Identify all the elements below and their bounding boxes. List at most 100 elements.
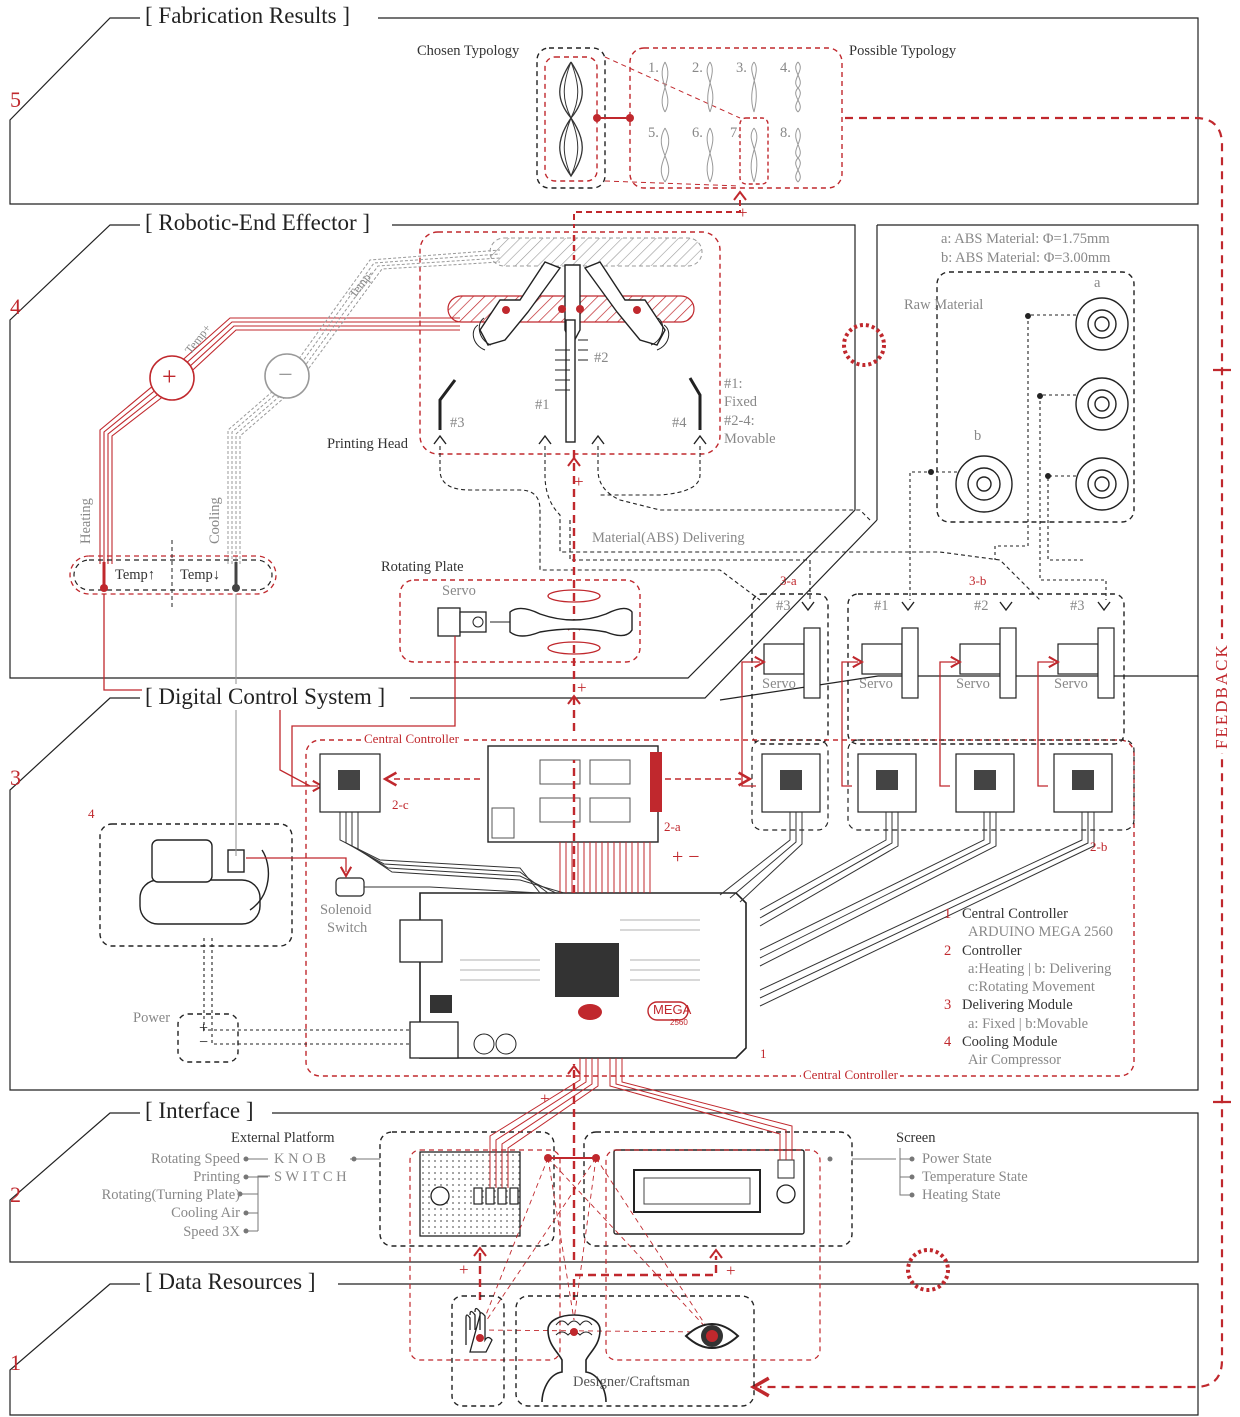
typology-3: 3. xyxy=(736,60,747,76)
plus-mark-eye: + xyxy=(726,1261,736,1280)
temp-up-label: Temp↑ xyxy=(115,567,156,583)
input-speed-3x: Speed 3X xyxy=(183,1224,240,1240)
section-title-fabrication: [ Fabrication Results ] xyxy=(142,3,354,29)
section-number-4: 4 xyxy=(10,294,21,319)
fixed-note-2: Fixed xyxy=(724,394,758,410)
delivery-b-item-2: #2 xyxy=(974,598,989,614)
central-controller-label-top: Central Controller xyxy=(362,731,461,747)
nozzle-1-label: #1 xyxy=(535,397,550,413)
typology-8: 8. xyxy=(780,125,791,141)
fixed-note-1: #1: xyxy=(724,376,743,392)
plus-circle-label: + xyxy=(162,362,177,391)
power-minus: − xyxy=(199,1034,209,1051)
input-cooling-air: Cooling Air xyxy=(171,1205,240,1221)
typology-7: 7. xyxy=(730,125,741,141)
board-brand-label: MEGA xyxy=(653,1002,692,1017)
heating-label: Heating xyxy=(78,498,94,544)
board-model-label: 2560 xyxy=(670,1018,688,1027)
plus-mark-hand: + xyxy=(459,1260,469,1279)
plus-mark-effector: + xyxy=(574,472,584,491)
typology-4: 4. xyxy=(780,60,791,76)
spool-b-label: b xyxy=(974,428,982,444)
delivery-servo-1: Servo xyxy=(762,676,796,692)
abs-b-label: b: ABS Material: Φ=3.00mm xyxy=(941,250,1111,266)
interface-group xyxy=(237,1058,915,1361)
feedback-label: FEEDBACK xyxy=(1212,639,1232,753)
control-group xyxy=(99,594,1135,1077)
cooling-label: Cooling xyxy=(207,497,223,544)
section-title-interface: [ Interface ] xyxy=(142,1098,257,1124)
raw-material-group xyxy=(751,271,1135,745)
fixed-note-4: Movable xyxy=(724,431,776,447)
group-3a-label: 3-a xyxy=(780,573,797,588)
delivery-b-item-3: #3 xyxy=(1070,598,1085,614)
section-number-1: 1 xyxy=(10,1350,21,1375)
printing-head-label: Printing Head xyxy=(327,436,408,452)
knob-label: K N O B xyxy=(274,1151,326,1167)
section-number-3: 3 xyxy=(10,765,21,790)
nozzle-4-label: #4 xyxy=(672,415,687,431)
section-title-resources: [ Data Resources ] xyxy=(142,1269,319,1295)
label-2b: 2-b xyxy=(1090,839,1108,854)
possible-typology-label: Possible Typology xyxy=(849,43,957,59)
solenoid-label: Solenoid xyxy=(320,902,372,918)
delivery-servo-4: Servo xyxy=(1054,676,1088,692)
chosen-typology-label: Chosen Typology xyxy=(417,43,520,59)
delivery-servo-2: Servo xyxy=(859,676,893,692)
section-number-2: 2 xyxy=(10,1182,21,1207)
typology-2: 2. xyxy=(692,60,703,76)
input-rotating-plate: Rotating(Turning Plate) xyxy=(101,1187,240,1203)
state-temperature: Temperature State xyxy=(922,1169,1028,1185)
legend-item-4-sub: Air Compressor xyxy=(968,1052,1062,1069)
state-heating: Heating State xyxy=(922,1187,1001,1203)
switch-input-label: S W I T C H xyxy=(274,1169,347,1185)
nozzle-3-label: #3 xyxy=(450,415,465,431)
section-frames xyxy=(9,17,1199,1416)
minus-circle-label: − xyxy=(278,360,293,389)
plus-mark-interface: + xyxy=(540,1089,550,1108)
screen-label: Screen xyxy=(896,1130,936,1146)
input-printing: Printing xyxy=(193,1169,240,1185)
delivery-b-item-1: #1 xyxy=(874,598,889,614)
external-platform-label: External Platform xyxy=(231,1130,335,1146)
section-title-effector: [ Robotic-End Effector ] xyxy=(142,210,374,236)
temp-down-label: Temp↓ xyxy=(180,567,221,583)
effector-group xyxy=(69,231,1041,793)
section-number-5: 5 xyxy=(10,87,21,112)
group-3b-label: 3-b xyxy=(969,573,987,588)
plus-mark-top: + xyxy=(738,203,748,222)
switch-label: Switch xyxy=(327,920,368,936)
typology-5: 5. xyxy=(648,125,659,141)
typology-1: 1. xyxy=(648,60,659,76)
nozzle-2-label: #2 xyxy=(594,350,609,366)
state-power: Power State xyxy=(922,1151,992,1167)
label-4-cooling: 4 xyxy=(88,806,95,821)
section-title-control: [ Digital Control System ] xyxy=(142,684,389,710)
central-controller-label-bottom: Central Controller xyxy=(801,1067,900,1083)
rotating-servo-label: Servo xyxy=(442,583,476,599)
raw-material-title: Raw Material xyxy=(904,297,984,313)
power-label: Power xyxy=(133,1010,171,1026)
label-2c: 2-c xyxy=(392,797,409,812)
legend-item-2-sub-b: c:Rotating Movement xyxy=(968,979,1095,996)
designer-label: Designer/Craftsman xyxy=(573,1374,690,1390)
legend-item-2-sub-a: a:Heating | b: Delivering xyxy=(968,960,1112,977)
resources-group xyxy=(451,1295,755,1407)
spool-a-label: a xyxy=(1094,275,1101,291)
typology-6: 6. xyxy=(692,125,703,141)
legend-item-3-sub: a: Fixed | b:Movable xyxy=(968,1015,1089,1032)
delivery-a-item-3: #3 xyxy=(776,598,791,614)
plus-mark-control: + xyxy=(577,678,587,697)
legend-item-1-sub: ARDUINO MEGA 2560 xyxy=(968,924,1113,941)
abs-a-label: a: ABS Material: Φ=1.75mm xyxy=(941,231,1110,247)
label-2a: 2-a xyxy=(664,819,681,834)
input-rotating-speed: Rotating Speed xyxy=(150,1151,240,1167)
fixed-note-3: #2-4: xyxy=(724,413,755,429)
fabrication-group xyxy=(536,47,843,228)
label-1-mega: 1 xyxy=(760,1046,767,1061)
